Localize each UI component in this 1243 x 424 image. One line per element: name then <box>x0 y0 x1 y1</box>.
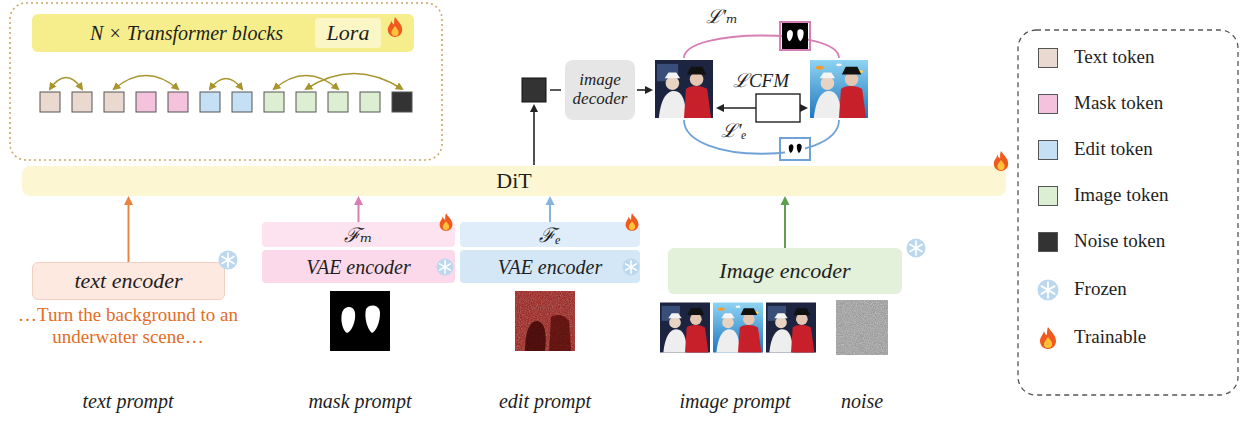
legend-frame <box>1018 30 1238 395</box>
cfm-box <box>756 94 800 122</box>
legend-swatch <box>1038 186 1058 206</box>
node-text: N × Transformer blocks <box>90 22 283 44</box>
target-image <box>810 60 868 118</box>
legend-text: Mask token <box>1074 92 1163 114</box>
token-row <box>40 92 412 112</box>
loss-label: ℒ′ₑ <box>714 120 754 142</box>
input-image-3 <box>766 303 816 353</box>
edit-thumb <box>785 139 805 159</box>
connector-arrow <box>546 196 555 222</box>
mask-thumb-frame <box>780 22 810 50</box>
edit-loss-arc <box>684 120 839 154</box>
connector-arrow <box>781 196 790 248</box>
dash-link <box>550 89 561 91</box>
edit-thumb-frame <box>780 138 810 160</box>
input-image-2 <box>713 303 763 353</box>
connector-arrow <box>124 196 133 262</box>
connector-arrow <box>354 196 363 222</box>
node-text: Lora <box>327 21 370 45</box>
transformer-band: N × Transformer blocks Lora <box>32 14 414 52</box>
node-text: ℱₘ <box>344 224 372 246</box>
prompt-text: …Turn the background to an underwater sc… <box>18 304 238 348</box>
legend-text: Image token <box>1074 184 1168 206</box>
attention-arcs <box>50 74 402 90</box>
mask-thumb <box>782 23 808 49</box>
legend-trainable-icon <box>1040 327 1056 349</box>
mask-loss-arc <box>684 36 839 59</box>
legend-swatch <box>1038 232 1058 252</box>
predicted-image <box>655 60 713 118</box>
input-caption: edit prompt <box>465 390 625 413</box>
projector-box: ℱₑ <box>460 222 640 247</box>
input-caption: image prompt <box>655 390 815 413</box>
lora-box: Lora <box>315 18 381 48</box>
edit-image <box>515 291 575 351</box>
loss-label: ℒCFM <box>722 70 800 92</box>
node-text: ℱₑ <box>539 224 560 246</box>
encoder-box: VAE encoder <box>262 250 455 283</box>
mask-image <box>330 291 390 351</box>
output-token <box>522 78 546 102</box>
encoder-box: VAE encoder <box>460 250 640 283</box>
input-caption: noise <box>822 390 902 413</box>
legend-text: Trainable <box>1074 326 1146 348</box>
legend-swatch <box>1038 94 1058 114</box>
node-text: VAE encoder <box>498 256 603 278</box>
encoder-box: text encoder <box>32 262 225 300</box>
decoder-box: image decoder <box>565 60 635 120</box>
encoder-box: Image encoder <box>668 248 902 294</box>
dit-band: DiT <box>22 166 1006 196</box>
legend-swatch <box>1038 140 1058 160</box>
decode-arrow <box>637 89 651 91</box>
cfm-arrow-right <box>800 107 806 109</box>
legend-text: Noise token <box>1074 230 1165 252</box>
noise-base <box>836 300 888 355</box>
projector-box: ℱₘ <box>262 222 455 247</box>
noise-image <box>836 300 888 355</box>
node-text: image decoder <box>571 71 629 108</box>
legend-swatch <box>1038 48 1058 68</box>
node-text: DiT <box>496 169 531 193</box>
input-caption: text prompt <box>48 390 208 413</box>
frozen-icon <box>907 239 926 258</box>
output-arrow <box>533 106 535 165</box>
node-text: text encoder <box>74 269 182 293</box>
input-caption: mask prompt <box>280 390 440 413</box>
input-image-1 <box>660 303 710 353</box>
cfm-arrow-left <box>718 107 756 109</box>
legend-text: Text token <box>1074 46 1154 68</box>
node-text: Image encoder <box>719 259 850 283</box>
zoom-outline <box>10 3 442 160</box>
legend-frozen-icon <box>1038 280 1059 301</box>
legend-text: Frozen <box>1074 278 1127 300</box>
loss-label: ℒ′ₘ <box>700 6 744 28</box>
legend-text: Edit token <box>1074 138 1153 160</box>
node-text: VAE encoder <box>306 256 411 278</box>
